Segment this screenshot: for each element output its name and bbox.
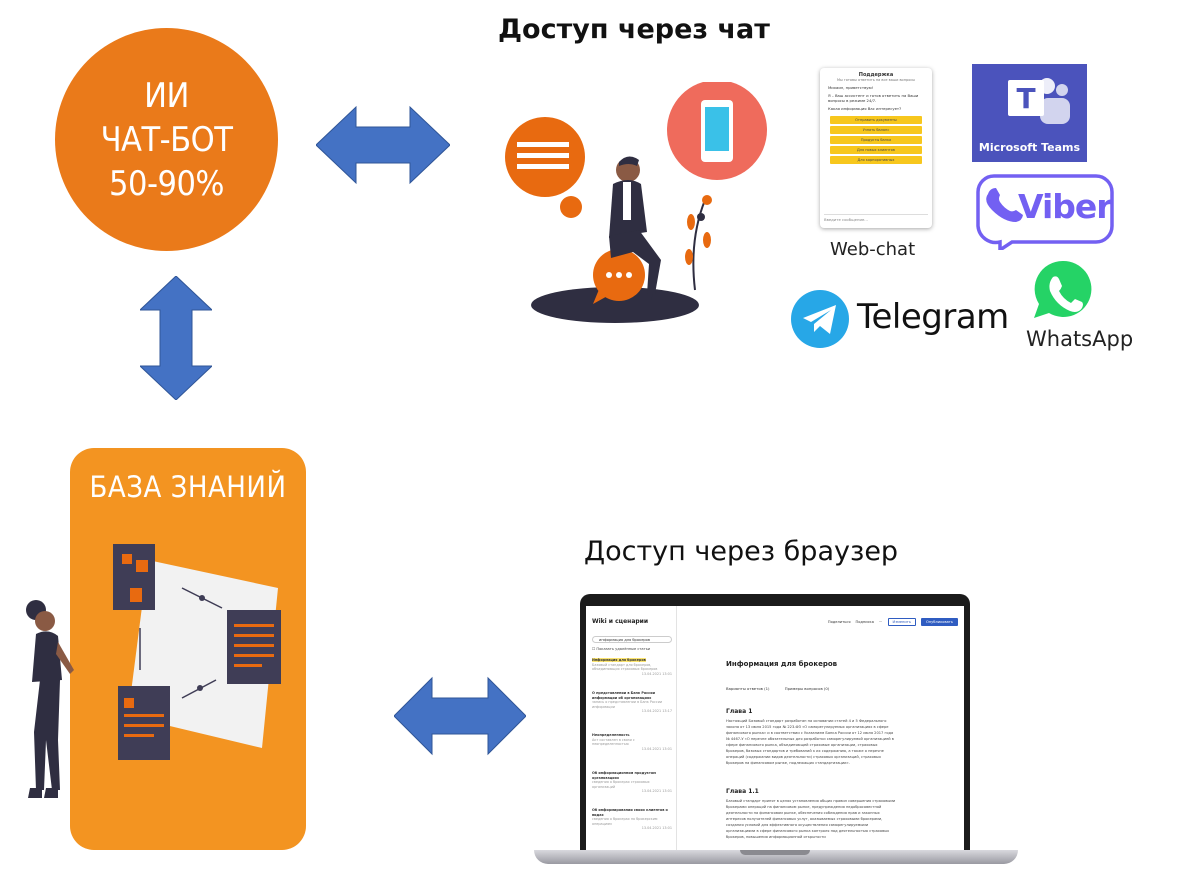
article-date: 13.04.2021 13:17 xyxy=(641,709,672,714)
microsoft-teams-tile: T Microsoft Teams xyxy=(972,64,1087,162)
webchat-label: Web-chat xyxy=(830,239,916,260)
article-snippet: сведения о брокерах страховых организаци… xyxy=(592,780,650,789)
wiki-sidebar: Wiki и сценарии информация для брокеров … xyxy=(586,606,677,852)
article-title: Неопределенность xyxy=(592,733,630,737)
webchat-question-text: Какая информация Вас интересует? xyxy=(828,106,902,111)
bot-line-1: ИИ xyxy=(144,75,189,116)
article-title: О представлении в Банк России информации… xyxy=(592,691,655,700)
webchat-widget: Поддержка Мы готовы ответить на все ваши… xyxy=(820,68,932,228)
questions-link[interactable]: Примеры вопросов (0) xyxy=(784,686,830,691)
telegram-label: Telegram xyxy=(857,297,1009,337)
chat-access-heading: Доступ через чат xyxy=(498,14,770,45)
document-links: Варианты ответов (1) Примеры вопросов (0… xyxy=(726,686,829,691)
article-date: 13.04.2021 13:01 xyxy=(641,746,672,751)
bot-kb-double-arrow xyxy=(140,276,212,400)
teams-logo-icon: T xyxy=(1008,78,1070,124)
publish-button[interactable]: Опубликовать xyxy=(920,618,958,626)
wiki-document-pane: Поделиться Подписка ⋯ Изменить Опубликов… xyxy=(676,606,964,852)
bot-line-2: ЧАТ-БОТ xyxy=(100,119,233,160)
teams-label: Microsoft Teams xyxy=(978,141,1081,154)
document-toolbar: Поделиться Подписка ⋯ Изменить Опубликов… xyxy=(828,618,958,626)
viber-logo: Viber xyxy=(974,172,1116,250)
webchat-greeting-text: Михаил, приветствую! xyxy=(828,85,874,90)
webchat-option[interactable]: Узнать баланс xyxy=(830,126,922,134)
article-date: 13.04.2021 13:01 xyxy=(641,826,672,831)
subscribe-button[interactable]: Подписка xyxy=(855,620,874,624)
viber-label: Viber xyxy=(1018,187,1113,226)
webchat-option[interactable]: Продукты банка xyxy=(830,136,922,144)
webchat-option[interactable]: Для новых клиентов xyxy=(830,146,922,154)
article-snippet: запись о представлении в Банк России инф… xyxy=(592,700,663,709)
article-item[interactable]: Об информировании своих клиентов о видах… xyxy=(592,808,672,831)
wiki-search-input[interactable]: информация для брокеров xyxy=(592,636,672,643)
more-icon[interactable]: ⋯ xyxy=(878,620,883,624)
article-item[interactable]: Об информационном продуктом организациях… xyxy=(592,771,672,794)
chapter-heading: Глава 1 xyxy=(726,708,753,715)
article-snippet: сведения о брокерах по брокерским операц… xyxy=(592,817,658,826)
ai-chatbot-node: ИИ ЧАТ-БОТ 50-90% xyxy=(55,28,278,251)
bot-chat-double-arrow xyxy=(316,105,450,185)
article-snippet: Акт составлен в связи с неопределенность… xyxy=(592,737,635,747)
wiki-app-window: Wiki и сценарии информация для брокеров … xyxy=(586,606,964,852)
answers-link[interactable]: Варианты ответов (1) xyxy=(726,686,770,691)
laptop-screen: Wiki и сценарии информация для брокеров … xyxy=(580,594,970,852)
webchat-greeting: Михаил, приветствую! Я – Ваш ассистент и… xyxy=(820,82,932,114)
webchat-option[interactable]: Для корпоративных xyxy=(830,156,922,164)
person-chat-illustration xyxy=(505,82,767,323)
document-title: Информация для брокеров xyxy=(726,660,838,668)
telegram-icon xyxy=(791,290,849,348)
show-deleted-label: Показать удалённые статьи xyxy=(596,647,651,651)
edit-button[interactable]: Изменить xyxy=(887,618,916,626)
show-deleted-checkbox[interactable]: ☐ Показать удалённые статьи xyxy=(592,647,651,651)
article-title: Об информировании своих клиентов о видах xyxy=(592,808,668,817)
webchat-subtitle: Мы готовы ответить на все ваши вопросы xyxy=(836,78,916,82)
whatsapp-label: WhatsApp xyxy=(1026,327,1134,351)
article-item[interactable]: Неопределенность Акт составлен в связи с… xyxy=(592,733,672,751)
whatsapp-icon xyxy=(1034,260,1092,318)
article-title: Информация для брокеров xyxy=(592,658,646,662)
article-date: 13.04.2021 13:01 xyxy=(641,789,672,794)
webchat-input[interactable]: Введите сообщение... xyxy=(824,214,928,224)
share-button[interactable]: Поделиться xyxy=(827,620,851,624)
webchat-option[interactable]: Отправить документы xyxy=(830,116,922,124)
article-date: 13.04.2021 13:01 xyxy=(641,671,672,676)
kb-browser-double-arrow xyxy=(394,676,526,756)
article-item[interactable]: Информация для брокеров Базовый стандарт… xyxy=(592,658,672,676)
svg-text:T: T xyxy=(1016,82,1035,115)
article-snippet: Базовый стандарт для брокеров, объединяю… xyxy=(592,662,658,672)
knowledge-base-illustration xyxy=(113,544,281,760)
webchat-intro-text: Я – Ваш ассистент и готов ответить на Ва… xyxy=(828,93,919,103)
bot-line-3: 50-90% xyxy=(109,163,224,204)
chapter-text: Базовый стандарт принят в целях установл… xyxy=(726,799,896,839)
chapter-heading: Глава 1.1 xyxy=(726,788,759,795)
knowledge-base-title: БАЗА ЗНАНИЙ xyxy=(89,470,287,504)
viber-bubble-icon xyxy=(976,174,1114,250)
woman-illustration xyxy=(26,600,80,798)
webchat-title: Поддержка xyxy=(858,72,894,78)
browser-access-heading: Доступ через браузер xyxy=(584,536,899,567)
chapter-text: Настоящий Базовый стандарт разработан на… xyxy=(726,719,894,765)
article-title: Об информационном продуктом организациях xyxy=(592,771,656,780)
laptop-notch xyxy=(740,850,810,855)
knowledge-base-panel: БАЗА ЗНАНИЙ xyxy=(70,448,306,850)
wiki-sidebar-title: Wiki и сценарии xyxy=(592,618,649,625)
article-item[interactable]: О представлении в Банк России информации… xyxy=(592,691,672,714)
laptop-base xyxy=(534,850,1018,864)
